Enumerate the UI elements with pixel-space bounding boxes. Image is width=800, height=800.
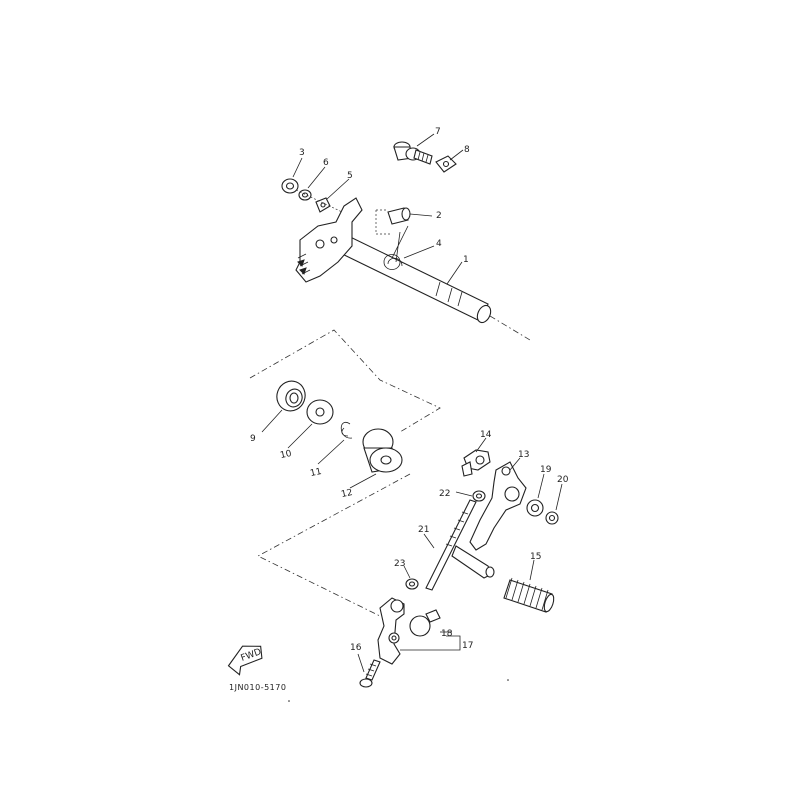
circlip-11 bbox=[340, 421, 353, 439]
collar-2 bbox=[375, 207, 411, 235]
label-2: 2 bbox=[436, 211, 442, 221]
middle-boundary bbox=[249, 329, 441, 433]
label-7: 7 bbox=[435, 127, 441, 137]
label-16: 16 bbox=[350, 643, 362, 653]
shift-shaft bbox=[333, 231, 531, 341]
label-10: 10 bbox=[279, 449, 293, 461]
rod-end-14 bbox=[461, 449, 491, 477]
ball-joint-18 bbox=[409, 609, 441, 637]
label-14: 14 bbox=[480, 430, 492, 440]
washer-6 bbox=[298, 189, 312, 201]
lock-washer-8 bbox=[435, 155, 457, 173]
label-13: 13 bbox=[518, 450, 529, 460]
label-9: 9 bbox=[250, 434, 256, 444]
fwd-arrow-icon: FWD bbox=[227, 645, 263, 676]
label-8: 8 bbox=[464, 145, 470, 155]
circlip-20 bbox=[545, 511, 559, 525]
label-19: 19 bbox=[540, 465, 552, 475]
label-18: 18 bbox=[441, 629, 453, 639]
torsion-spring-4 bbox=[383, 225, 409, 270]
leader-lines bbox=[261, 133, 563, 673]
dot-mark bbox=[507, 679, 509, 681]
washer-5 bbox=[295, 189, 343, 213]
label-12: 12 bbox=[340, 488, 353, 500]
shift-rod-21 bbox=[425, 499, 477, 591]
label-15: 15 bbox=[530, 552, 541, 562]
part-labels: 1 2 3 4 5 6 7 8 9 10 11 12 13 14 15 16 1… bbox=[250, 127, 569, 653]
label-1: 1 bbox=[463, 255, 469, 265]
label-6: 6 bbox=[323, 158, 329, 168]
figure-code: 1JN010-5170 bbox=[229, 683, 286, 692]
rubber-footrest-15 bbox=[503, 577, 555, 613]
nut-22 bbox=[472, 490, 486, 502]
bolt-16 bbox=[359, 659, 381, 688]
collar-12 bbox=[362, 428, 403, 473]
washer-10 bbox=[306, 399, 334, 425]
label-4: 4 bbox=[436, 239, 442, 249]
label-20: 20 bbox=[557, 475, 569, 485]
label-23: 23 bbox=[394, 559, 405, 569]
label-11: 11 bbox=[309, 467, 322, 479]
label-21: 21 bbox=[418, 525, 429, 535]
label-17: 17 bbox=[462, 641, 473, 651]
washer-19 bbox=[526, 499, 544, 517]
nut-3 bbox=[281, 178, 299, 194]
label-3: 3 bbox=[299, 148, 305, 158]
rod-end-assembly-17 bbox=[377, 597, 405, 665]
shift-pedal-13 bbox=[451, 461, 527, 579]
nut-23 bbox=[405, 578, 419, 590]
shift-arm-plate bbox=[295, 197, 363, 283]
dot-mark bbox=[288, 700, 290, 702]
oil-seal-9 bbox=[276, 380, 306, 412]
label-22: 22 bbox=[439, 489, 450, 499]
label-5: 5 bbox=[347, 171, 353, 181]
lower-boundary bbox=[257, 473, 411, 617]
stopper-bolt-7 bbox=[393, 141, 433, 165]
